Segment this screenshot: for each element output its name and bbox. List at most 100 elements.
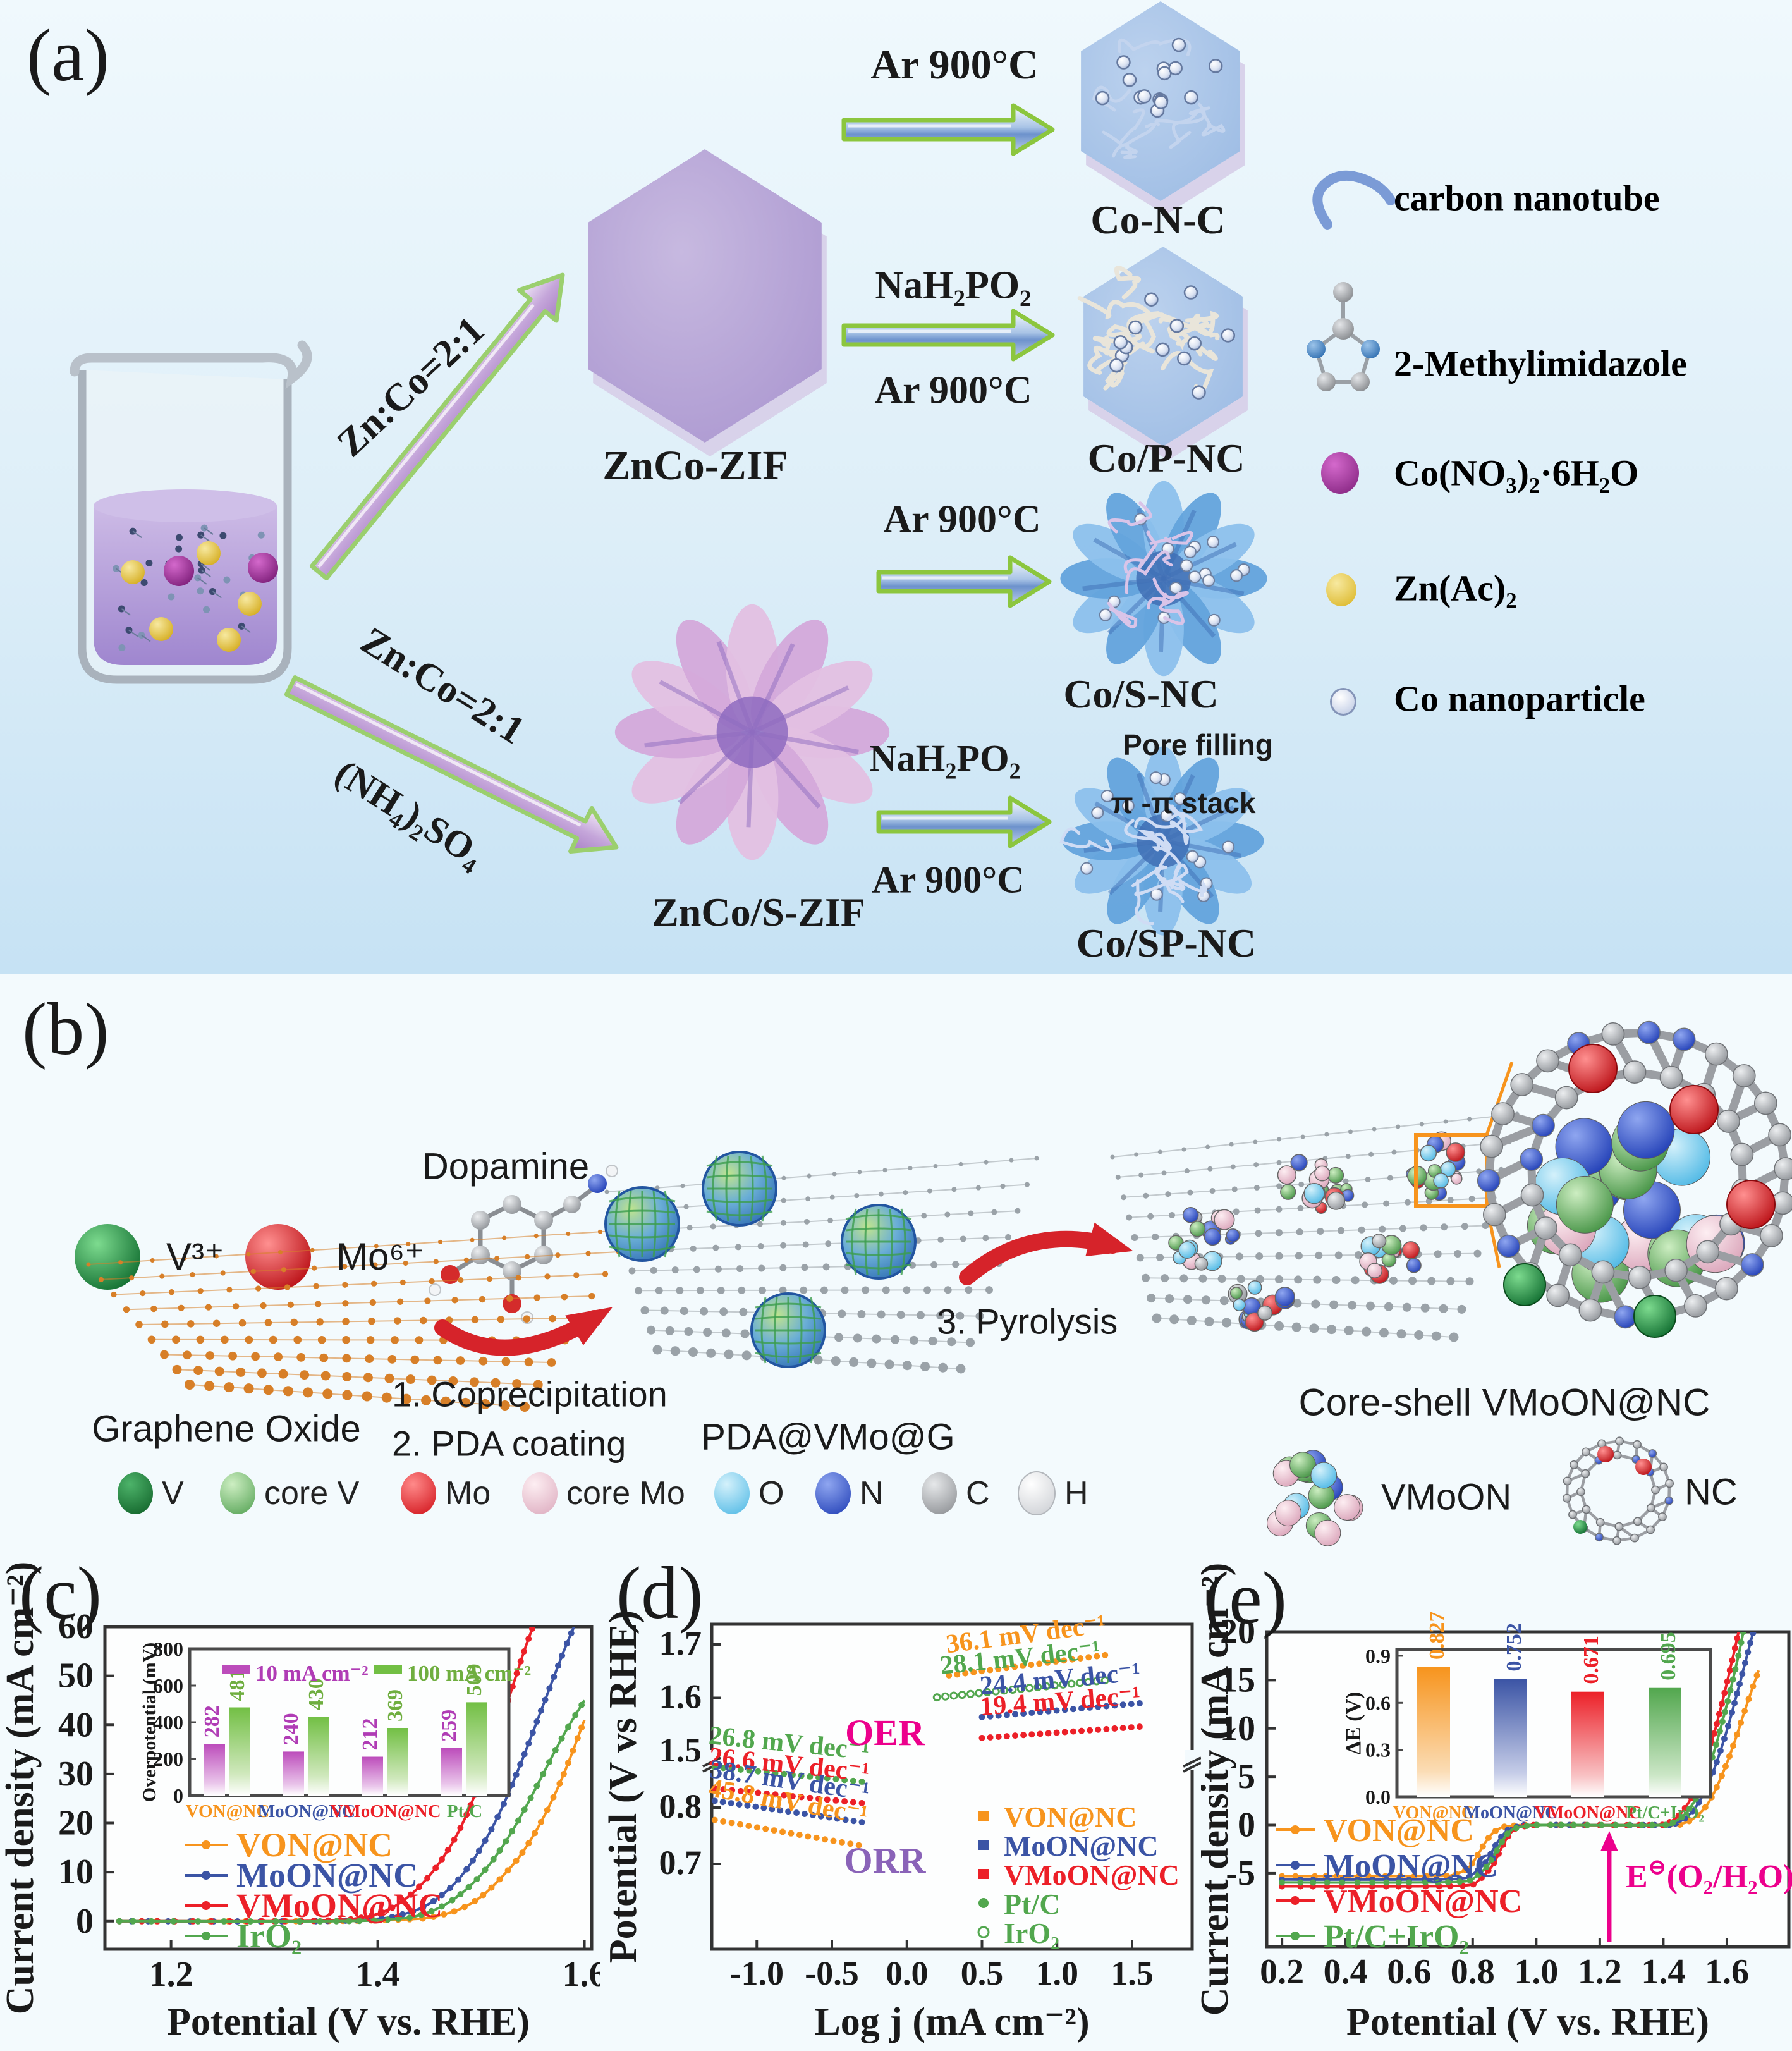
core-shell-label: Core-shell VMoON@NC	[1298, 1381, 1710, 1424]
vmoon-nc-nanoparticle	[1359, 1234, 1422, 1284]
ar900-label-1: Ar 900°C	[870, 42, 1039, 88]
atom-legend-mo: Mo	[401, 1472, 491, 1514]
h-atom-icon	[1018, 1471, 1056, 1515]
svg-text:800: 800	[153, 1638, 183, 1660]
panel-c-label: (c)	[19, 1552, 102, 1634]
atom-legend-c: C	[922, 1472, 990, 1514]
zinc-acetate-sphere-icon	[1326, 573, 1356, 606]
znco-zif-label: ZnCo-ZIF	[602, 443, 788, 489]
svg-text:1.5: 1.5	[1111, 1954, 1154, 1992]
2-methylimidazole-icon	[1307, 282, 1380, 391]
svg-text:Pt/C: Pt/C	[447, 1801, 482, 1821]
svg-text:1.5: 1.5	[659, 1731, 702, 1769]
svg-text:509: 509	[463, 1663, 486, 1696]
svg-text:VMoON@NC: VMoON@NC	[236, 1887, 442, 1925]
tafel-OER-IrO₂	[932, 1676, 1109, 1702]
legend-2-methylimidazole: 2-Methylimidazole	[1394, 343, 1687, 384]
svg-text:0.8: 0.8	[659, 1787, 702, 1825]
svg-text:Log j (mA cm⁻²): Log j (mA cm⁻²)	[814, 2000, 1089, 2043]
step-pda-coating-label: 2. PDA coating	[392, 1423, 626, 1464]
legend-cobalt-nitrate: Co(NO₃)₂·6H₂O	[1394, 452, 1639, 494]
panel-a-label: (a)	[27, 14, 109, 97]
svg-text:10: 10	[58, 1852, 94, 1892]
dopamine-label: Dopamine	[422, 1146, 590, 1187]
panel-b-label: (b)	[22, 988, 109, 1070]
svg-text:Current density (mA cm⁻²): Current density (mA cm⁻²)	[0, 1562, 42, 2015]
svg-text:200: 200	[153, 1748, 183, 1770]
svg-text:0.671: 0.671	[1580, 1636, 1603, 1684]
svg-text:1.4: 1.4	[1641, 1952, 1685, 1992]
v-atom-icon	[118, 1472, 153, 1514]
mo-atom-icon	[401, 1472, 436, 1514]
svg-text:50: 50	[58, 1656, 94, 1696]
flower-particle	[1060, 481, 1267, 677]
svg-text:OER: OER	[845, 1712, 925, 1753]
process-arrow	[876, 795, 1052, 848]
svg-text:1.0: 1.0	[1514, 1952, 1558, 1992]
panel-b-illustration	[75, 1020, 1792, 1546]
svg-text:VON@NC: VON@NC	[1004, 1801, 1137, 1833]
svg-text:VMoON@NC: VMoON@NC	[1324, 1883, 1522, 1919]
nc-cage-label: NC	[1685, 1471, 1738, 1513]
znco-s-zif-label: ZnCo/S-ZIF	[652, 890, 865, 934]
svg-text:0: 0	[173, 1784, 183, 1807]
v-ion-sphere-icon	[75, 1224, 140, 1290]
reaction-arrow	[434, 1307, 613, 1356]
svg-text:0: 0	[76, 1902, 94, 1941]
svg-text:0.6: 0.6	[1365, 1691, 1391, 1714]
o-atom-icon	[714, 1472, 750, 1514]
svg-text:-5: -5	[1226, 1854, 1255, 1893]
svg-text:MoON@NC: MoON@NC	[1004, 1830, 1159, 1862]
svg-text:20: 20	[1220, 1612, 1255, 1651]
atom-legend-v: V	[118, 1472, 184, 1514]
tafel-ORR-VON@NC	[711, 1816, 862, 1849]
svg-text:Pt/C: Pt/C	[1004, 1888, 1060, 1920]
co-n-c-label: Co-N-C	[1090, 197, 1226, 242]
svg-text:1.6: 1.6	[563, 1955, 600, 1994]
svg-text:MoON@NC: MoON@NC	[236, 1856, 418, 1894]
svg-text:0.0: 0.0	[886, 1954, 929, 1992]
mo-ion-label: Mo⁶⁺	[336, 1235, 425, 1278]
svg-text:VMoON@NC: VMoON@NC	[330, 1801, 441, 1821]
panel-d-label: (d)	[616, 1552, 704, 1634]
panel-e-label: (e)	[1204, 1557, 1287, 1639]
reaction-arrow	[959, 1222, 1133, 1285]
cobalt-nitrate-sphere-icon	[1321, 452, 1359, 494]
nah2po2-label-1: NaH₂PO₂	[875, 264, 1032, 307]
process-arrow	[876, 555, 1052, 608]
atom-legend-core-mo: core Mo	[522, 1472, 685, 1514]
svg-text:0: 0	[1238, 1806, 1255, 1845]
ar900-label-2: Ar 900°C	[874, 369, 1032, 412]
svg-text:0.4: 0.4	[1324, 1952, 1368, 1992]
svg-text:400: 400	[153, 1711, 183, 1734]
graphene-oxide-label: Graphene Oxide	[92, 1408, 361, 1450]
dopamine-molecule-icon	[429, 1165, 618, 1324]
svg-text:1.6: 1.6	[1705, 1952, 1749, 1992]
atom-legend-n: N	[815, 1472, 884, 1514]
svg-text:0.8: 0.8	[1451, 1952, 1495, 1992]
flower-particle	[614, 604, 890, 860]
n-atom-icon	[815, 1472, 851, 1514]
svg-text:369: 369	[384, 1689, 407, 1722]
svg-text:-1.0: -1.0	[730, 1954, 784, 1992]
svg-text:VMoON@NC: VMoON@NC	[1004, 1859, 1179, 1891]
atom-legend-o: O	[714, 1472, 784, 1514]
legend-co-nanoparticle: Co nanoparticle	[1394, 678, 1645, 719]
core-v-atom-icon	[220, 1472, 255, 1514]
svg-text:Overpotential (mV): Overpotential (mV)	[139, 1643, 160, 1802]
tafel-OER-MoON@NC	[978, 1699, 1143, 1720]
process-arrow	[309, 272, 565, 581]
svg-text:40: 40	[58, 1705, 94, 1744]
svg-text:Potential (V vs. RHE): Potential (V vs. RHE)	[1346, 2000, 1709, 2043]
step-coprecipitation-label: 1. Coprecipitation	[392, 1374, 667, 1414]
pi-pi-stack-label: π -π stack	[1111, 787, 1256, 819]
svg-text:-0.5: -0.5	[805, 1954, 858, 1992]
svg-text:10: 10	[1220, 1709, 1255, 1748]
svg-text:0.2: 0.2	[1260, 1952, 1304, 1992]
svg-text:VON@NC: VON@NC	[1393, 1803, 1474, 1823]
svg-text:0.827: 0.827	[1425, 1612, 1449, 1660]
